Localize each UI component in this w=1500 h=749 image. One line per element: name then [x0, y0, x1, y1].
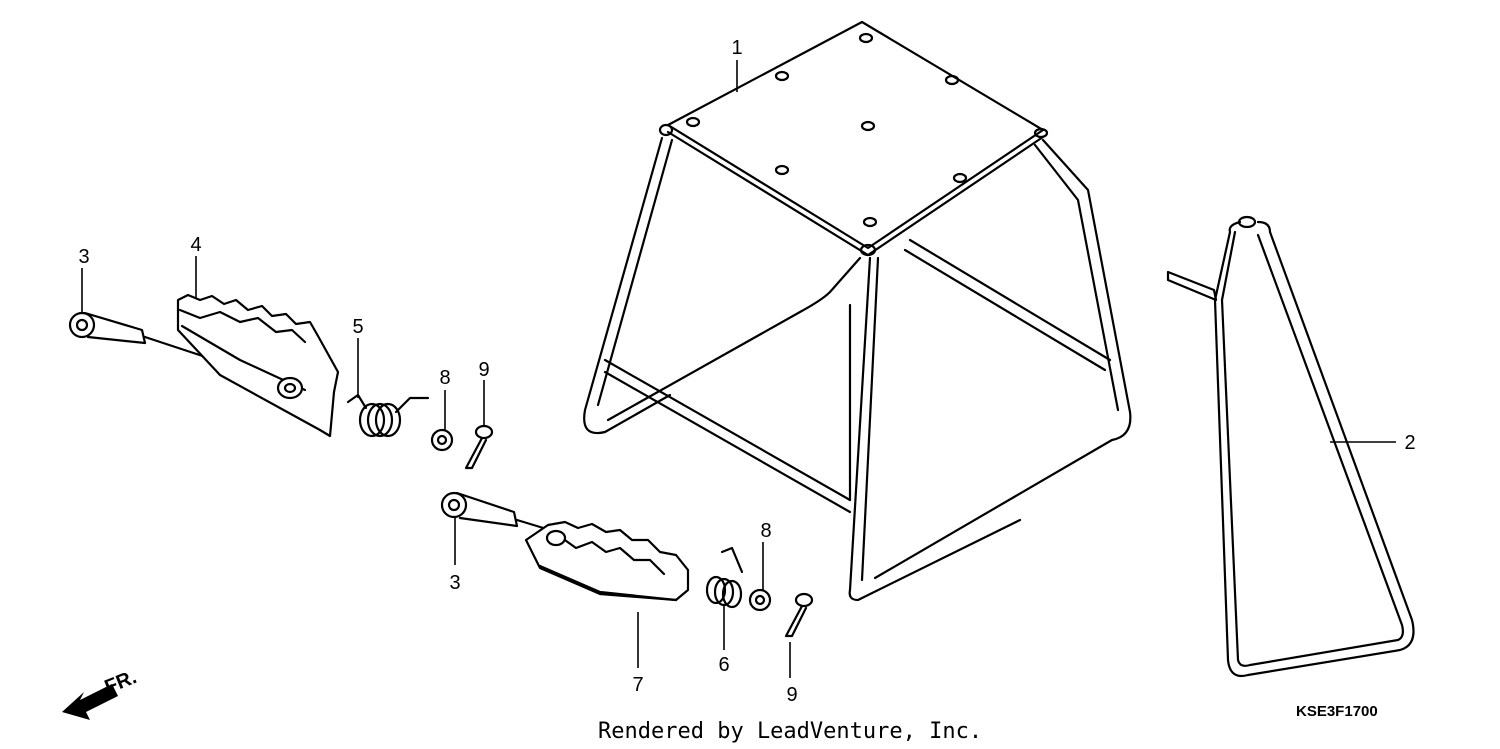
- footpeg-pin-upper: [68, 311, 247, 372]
- callout-3-lower: 3: [449, 572, 460, 594]
- front-arrow-icon: [62, 684, 118, 720]
- stand-box: [583, 20, 1132, 602]
- callout-2: 2: [1404, 432, 1415, 454]
- callouts: 1 2 3 3 4 5 6 7 8 8 9 9: [78, 37, 1415, 706]
- callout-8-lower: 8: [760, 520, 771, 542]
- callout-5: 5: [352, 316, 363, 338]
- callout-4: 4: [190, 234, 201, 256]
- leader-lines: [81, 60, 1396, 678]
- stand-top-plate: [666, 20, 1045, 250]
- cotter-pin-upper: [464, 424, 494, 470]
- washer-upper: [430, 428, 454, 452]
- front-direction-indicator: FR.: [62, 666, 140, 720]
- footpeg-right: [524, 520, 690, 602]
- side-stand: [1166, 215, 1415, 678]
- footpeg-pin-lower: [440, 491, 552, 532]
- cotter-pin-lower: [784, 592, 814, 638]
- callout-8-upper: 8: [439, 367, 450, 389]
- front-label: FR.: [102, 666, 140, 698]
- callout-6: 6: [718, 654, 729, 676]
- washer-lower: [748, 588, 772, 612]
- render-credit: Rendered by LeadVenture, Inc.: [598, 719, 982, 744]
- spring-lower: [705, 546, 744, 609]
- callout-3-upper: 3: [78, 246, 89, 268]
- stand-bolts: [658, 32, 1049, 257]
- diagram-code: KSE3F1700: [1296, 703, 1378, 720]
- callout-9-upper: 9: [478, 359, 489, 381]
- footpeg-left: [176, 293, 340, 438]
- callout-1: 1: [731, 37, 742, 59]
- callout-7: 7: [632, 674, 643, 696]
- callout-9-lower: 9: [786, 684, 797, 706]
- spring-upper: [346, 393, 430, 438]
- stand-frame-tubes: [583, 136, 1132, 602]
